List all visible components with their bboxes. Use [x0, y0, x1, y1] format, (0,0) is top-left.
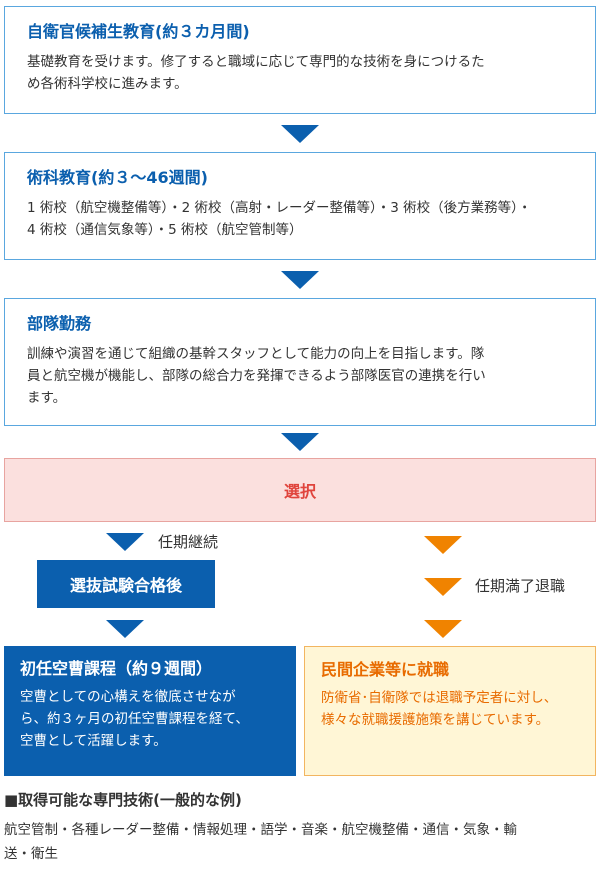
down-arrow-icon	[281, 271, 319, 289]
retire-label: 任期満了退職	[475, 577, 566, 595]
selection-box: 選択	[4, 458, 596, 522]
civilian-job-title: 民間企業等に就職	[321, 660, 450, 679]
down-arrow-icon	[281, 125, 319, 143]
civilian-job-panel: 民間企業等に就職 防衛省･自衛隊では退職予定者に対し、 様々な就職援護施策を講じ…	[304, 646, 596, 776]
skills-title: ■取得可能な専門技術(一般的な例)	[4, 791, 242, 809]
skills-text: 航空管制・各種レーダー整備・情報処理・語学・音楽・航空機整備・通信・気象・輸 送…	[4, 822, 517, 862]
step-unit-service: 部隊勤務 訓練や演習を通じて組織の基幹スタッフとして能力の向上を目指します。隊 …	[4, 298, 596, 426]
continue-label: 任期継続	[158, 533, 219, 551]
down-arrow-icon	[281, 433, 319, 451]
step-unit-service-title: 部隊勤務	[27, 314, 92, 333]
step-basic-training-text: 基礎教育を受けます。修了すると職域に応じて専門的な技術を身につけるた め各術科学…	[27, 54, 485, 92]
down-arrow-orange-icon	[424, 578, 462, 596]
exam-pass-box: 選抜試験合格後	[37, 560, 215, 608]
step-basic-training: 自衛官候補生教育(約３カ月間) 基礎教育を受けます。修了すると職域に応じて専門的…	[4, 6, 596, 114]
step-basic-training-title: 自衛官候補生教育(約３カ月間)	[27, 22, 250, 41]
step-technical-training-title: 術科教育(約３～46週間)	[27, 168, 208, 187]
down-arrow-orange-icon	[424, 536, 462, 554]
sergeant-course-panel: 初任空曹課程（約９週間） 空曹としての心構えを徹底させなが ら、約３ヶ月の初任空…	[4, 646, 296, 776]
civilian-job-text: 防衛省･自衛隊では退職予定者に対し、 様々な就職援護施策を講じています。	[321, 690, 558, 728]
down-arrow-icon	[106, 620, 144, 638]
down-arrow-orange-icon	[424, 620, 462, 638]
sergeant-course-title: 初任空曹課程（約９週間）	[20, 659, 213, 678]
step-unit-service-text: 訓練や演習を通じて組織の基幹スタッフとして能力の向上を目指します。隊 員と航空機…	[27, 346, 486, 406]
step-technical-training: 術科教育(約３～46週間) 1 術校（航空機整備等）・2 術校（高射・レーダー整…	[4, 152, 596, 260]
down-arrow-icon	[106, 533, 144, 551]
step-technical-training-text: 1 術校（航空機整備等）・2 術校（高射・レーダー整備等）・3 術校（後方業務等…	[27, 200, 532, 238]
sergeant-course-text: 空曹としての心構えを徹底させなが ら、約３ヶ月の初任空曹課程を経て、 空曹として…	[20, 689, 249, 749]
